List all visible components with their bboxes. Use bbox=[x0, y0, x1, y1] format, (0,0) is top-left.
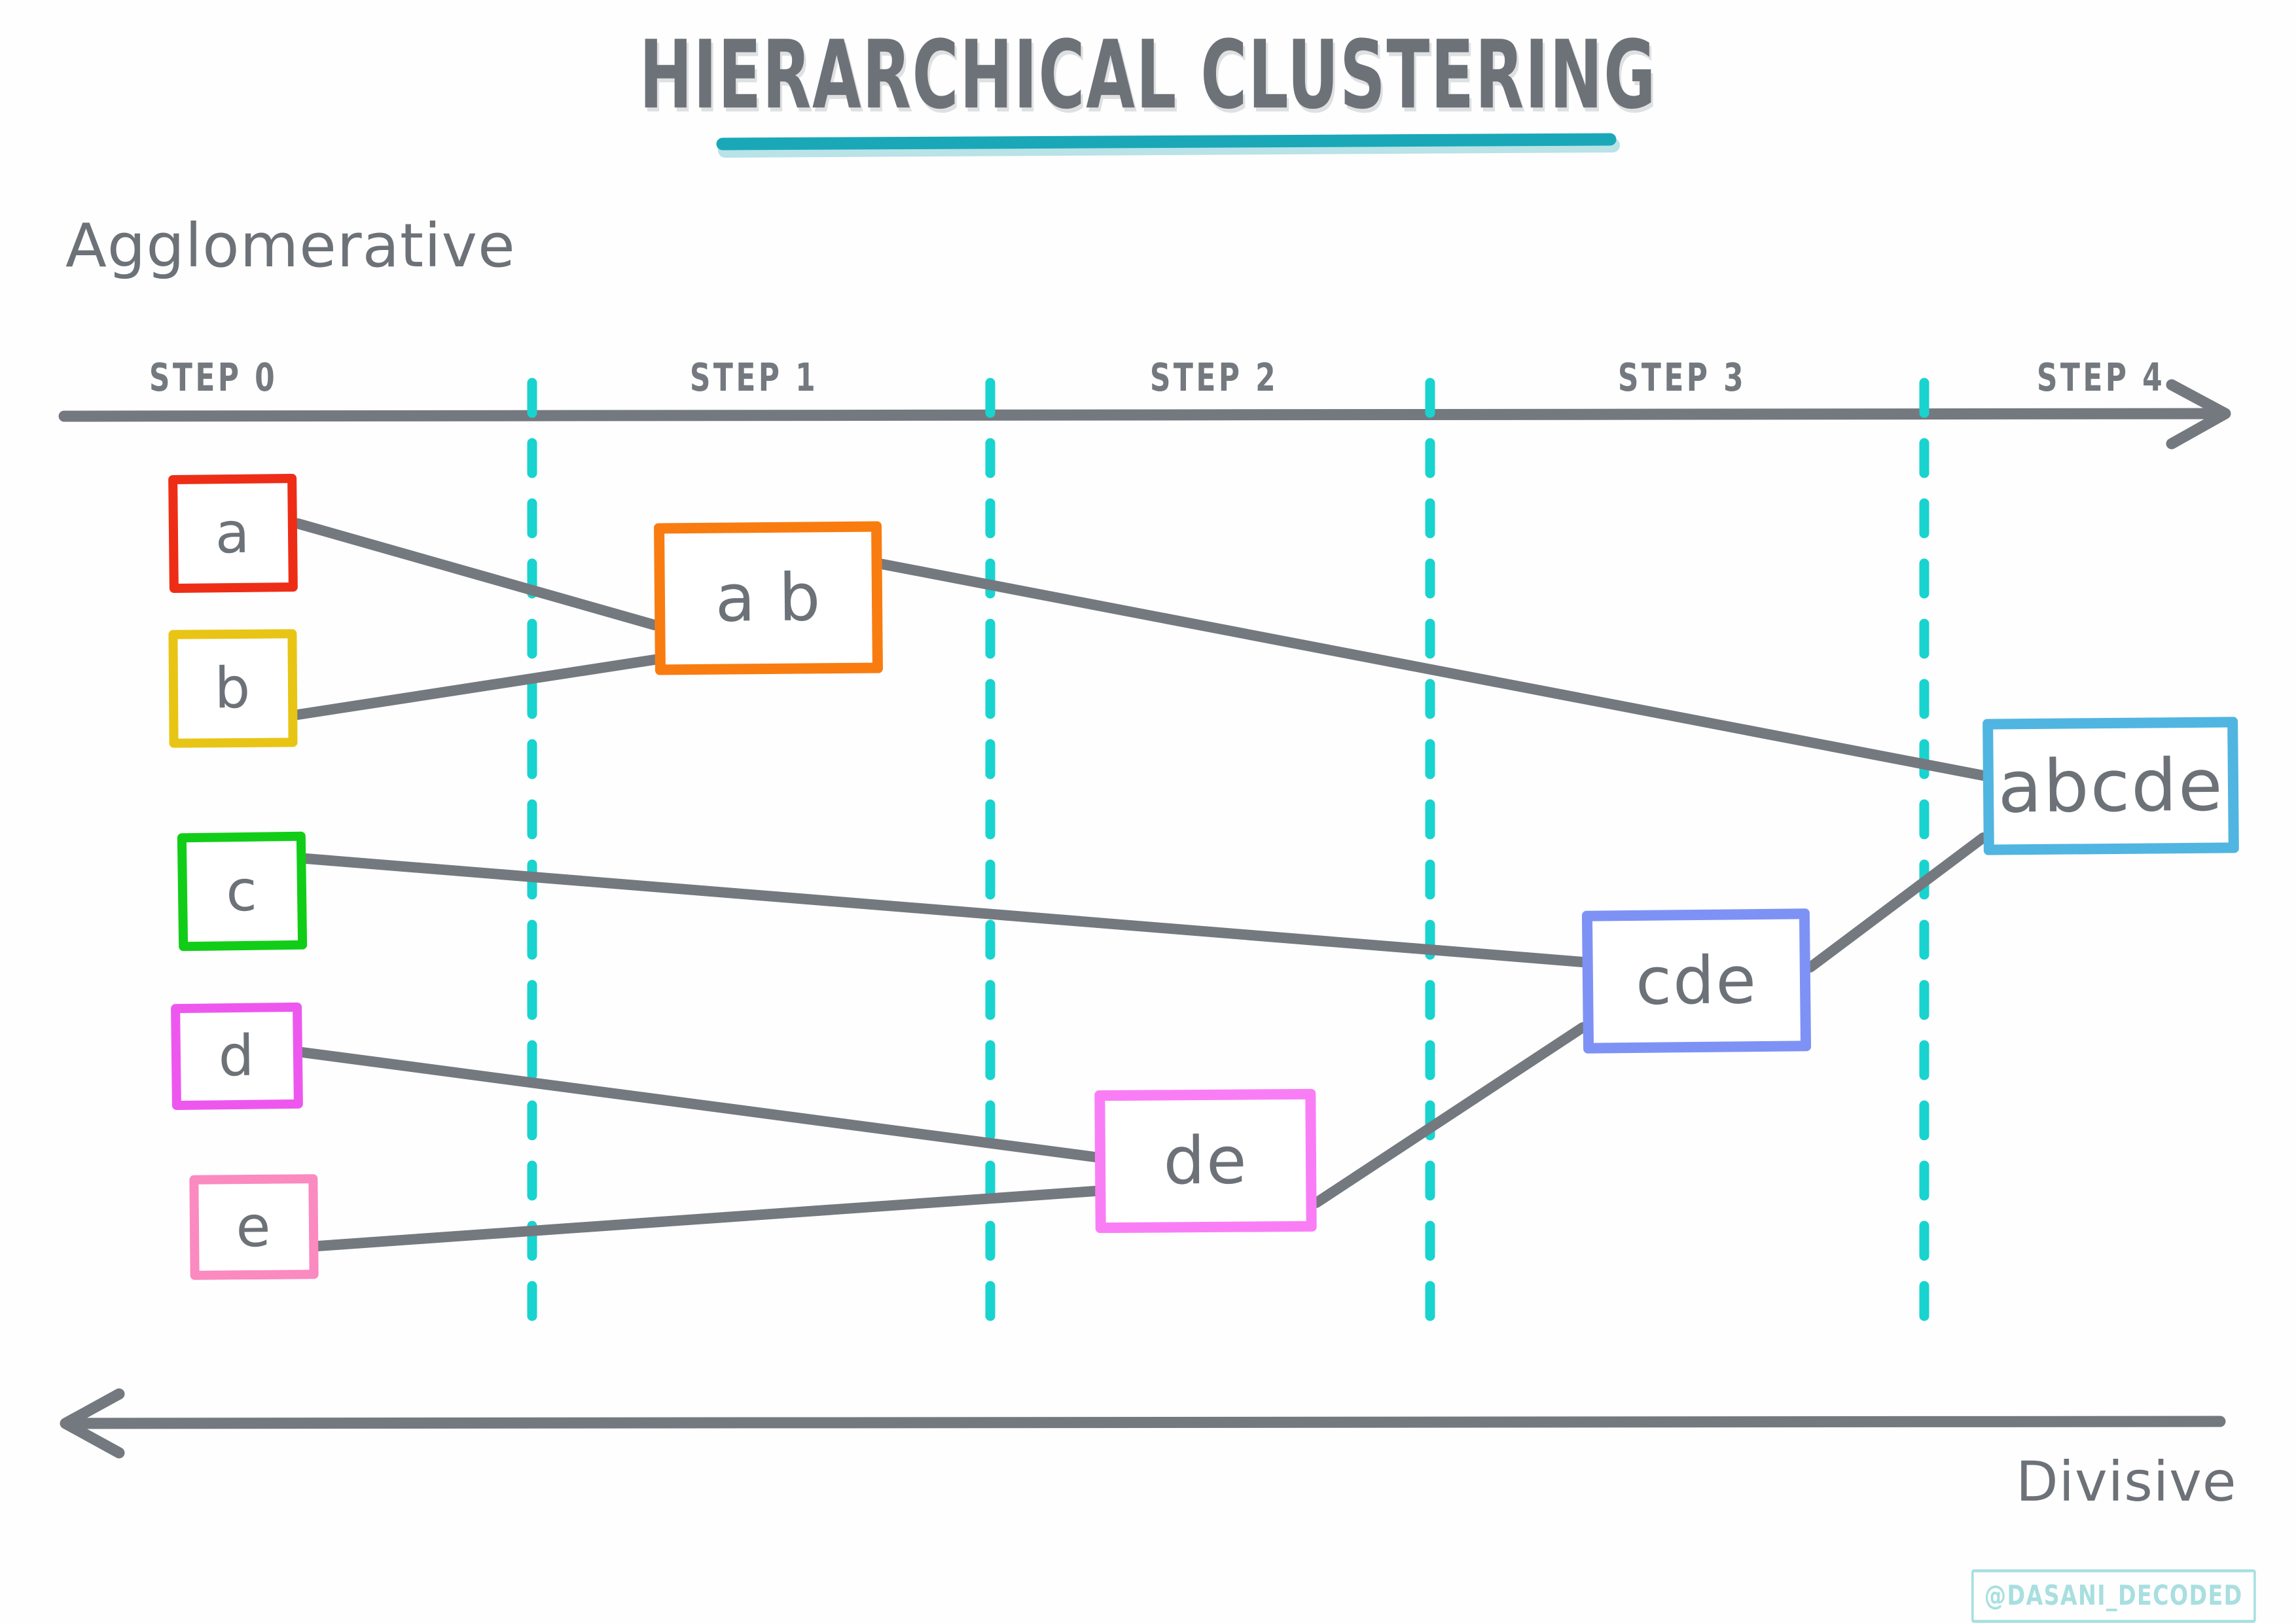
merge-link-d-de bbox=[297, 1047, 1100, 1162]
step-dividers bbox=[527, 378, 1929, 1334]
merge-link-b-ab bbox=[293, 654, 660, 720]
step-label-2: STEP 2 bbox=[1149, 355, 1279, 401]
node-de[interactable]: de bbox=[1094, 1088, 1317, 1234]
node-ab-label: a b bbox=[715, 559, 822, 637]
title-underline bbox=[716, 133, 1620, 158]
divisive-arrow bbox=[60, 1388, 2226, 1459]
node-c[interactable]: c bbox=[177, 831, 308, 952]
page-title: HIERARCHICAL CLUSTERING bbox=[639, 20, 1657, 130]
step-label-1: STEP 1 bbox=[689, 355, 819, 401]
node-c-label: c bbox=[225, 858, 259, 925]
node-e-label: e bbox=[236, 1194, 272, 1260]
node-e[interactable]: e bbox=[189, 1174, 319, 1280]
node-b[interactable]: b bbox=[168, 629, 298, 748]
node-cde-label: cde bbox=[1635, 942, 1758, 1020]
merge-link-c-cde bbox=[301, 853, 1588, 967]
node-a[interactable]: a bbox=[168, 473, 298, 594]
merge-link-a-ab bbox=[293, 518, 660, 630]
watermark: @DASANI_DECODED bbox=[1971, 1569, 2256, 1623]
merge-link-ab-abcde bbox=[877, 559, 1988, 781]
merge-link-cde-abcde bbox=[1805, 832, 1988, 972]
agglomerative-label: Agglomerative bbox=[65, 211, 516, 281]
divisive-label: Divisive bbox=[2016, 1450, 2237, 1514]
node-a-label: a bbox=[215, 500, 251, 567]
node-cde[interactable]: cde bbox=[1581, 908, 1812, 1054]
node-ab[interactable]: a b bbox=[653, 521, 884, 675]
merge-links bbox=[293, 518, 1988, 1251]
merge-link-de-cde bbox=[1311, 1022, 1588, 1208]
node-d-label: d bbox=[218, 1023, 256, 1090]
node-d[interactable]: d bbox=[171, 1002, 303, 1111]
node-abcde[interactable]: abcde bbox=[1982, 717, 2239, 855]
node-abcde-label: abcde bbox=[1997, 743, 2225, 829]
agglomerative-arrow bbox=[58, 379, 2231, 450]
merge-link-e-de bbox=[313, 1186, 1100, 1251]
node-de-label: de bbox=[1163, 1122, 1248, 1200]
step-label-4: STEP 4 bbox=[2036, 355, 2166, 401]
step-label-3: STEP 3 bbox=[1617, 355, 1747, 401]
step-label-0: STEP 0 bbox=[149, 355, 278, 401]
node-b-label: b bbox=[214, 655, 252, 722]
